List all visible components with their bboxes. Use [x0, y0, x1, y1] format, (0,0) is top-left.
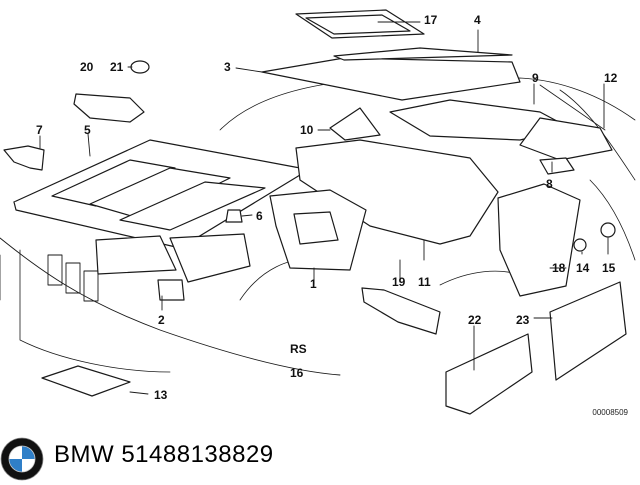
callout-rs: RS — [290, 342, 307, 356]
callout-7: 7 — [36, 123, 43, 137]
part-door-card-22 — [445, 333, 533, 415]
bmw-roundel-logo — [0, 437, 44, 481]
part-roof-headliner — [261, 57, 521, 101]
callout-22: 22 — [468, 313, 482, 327]
callout-19: 19 — [392, 275, 406, 289]
callout-5: 5 — [84, 123, 91, 137]
part-side-trim — [329, 107, 381, 141]
part-mat-13 — [41, 365, 131, 397]
callout-4: 4 — [474, 13, 481, 27]
callout-20: 20 — [80, 60, 94, 74]
leader-lines — [39, 21, 609, 395]
callout-14: 14 — [576, 261, 590, 275]
callout-21: 21 — [110, 60, 124, 74]
part-floor-channel-19 — [361, 287, 441, 335]
part-number-label: BMW 51488138829 — [54, 441, 274, 468]
part-bracket-7 — [3, 145, 45, 171]
callout-11: 11 — [418, 275, 431, 289]
part-trunk-lid-trim — [13, 139, 301, 249]
callout-8: 8 — [546, 177, 553, 191]
part-door-card-23 — [549, 281, 627, 381]
part-caps — [573, 222, 616, 252]
part-side-trim-panel-1 — [269, 189, 367, 271]
part-grommet-6 — [225, 209, 243, 223]
callout-9: 9 — [532, 71, 539, 85]
callout-6: 6 — [256, 209, 263, 223]
car-body-outline — [0, 237, 341, 376]
callout-16: 16 — [290, 366, 304, 380]
part-parcel-shelf — [389, 99, 613, 161]
taillight-grid — [47, 254, 99, 302]
callout-15: 15 — [602, 261, 616, 275]
callout-1: 1 — [310, 277, 317, 291]
callout-13: 13 — [154, 388, 168, 402]
callout-17: 17 — [424, 13, 438, 27]
part-latch-assembly-2 — [95, 233, 251, 301]
callout-10: 10 — [300, 123, 314, 137]
car-quarter-line — [589, 179, 636, 261]
part-wheelhouse-trim-18 — [497, 183, 581, 297]
car-c-pillar — [539, 84, 606, 131]
part-clip-8 — [539, 157, 575, 175]
part-sunroof-frame — [295, 9, 425, 39]
car-rear-panel — [0, 249, 171, 373]
callout-23: 23 — [516, 313, 530, 327]
callout-3: 3 — [224, 60, 231, 74]
callout-12: 12 — [604, 71, 618, 85]
car-wheel-arch — [439, 270, 521, 286]
part-roof-panel — [333, 47, 513, 61]
drawing-reference-code: 00008509 — [592, 408, 628, 417]
callout-18: 18 — [552, 261, 566, 275]
part-clip-21 — [130, 60, 150, 74]
callout-2: 2 — [158, 313, 165, 327]
part-bracket-20 — [73, 93, 145, 123]
